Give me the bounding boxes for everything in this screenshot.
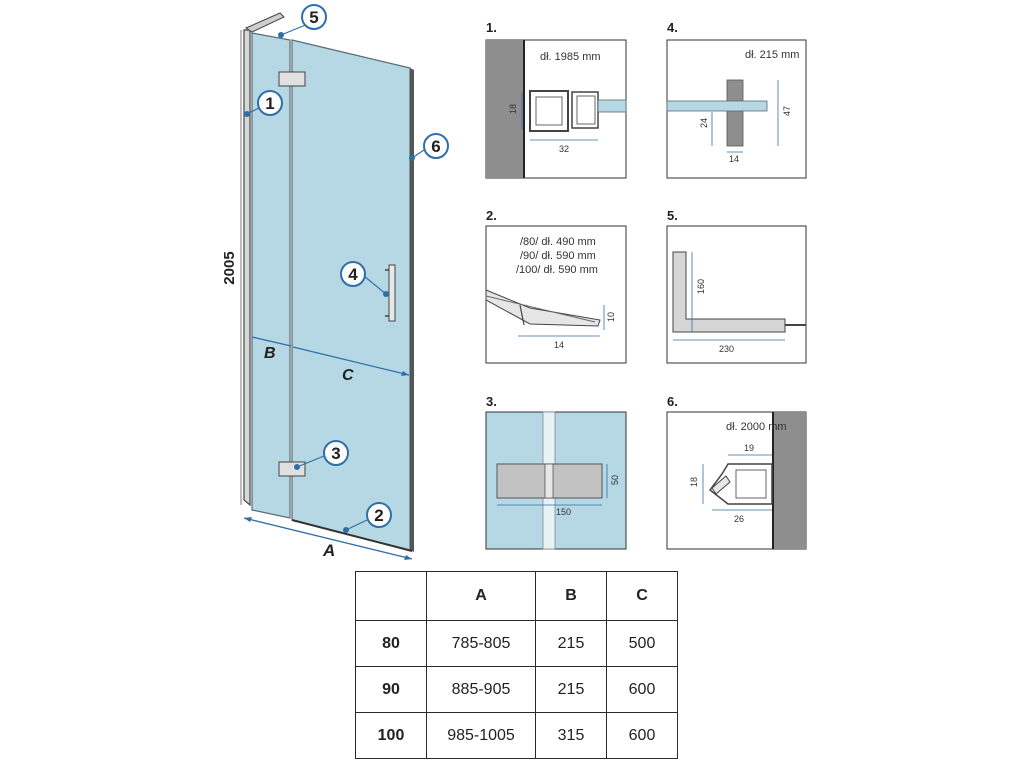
detail-2-length-80: /80/ dł. 490 mm — [520, 236, 596, 248]
callout-5: 5 — [278, 4, 327, 38]
detail-2-number: 2. — [486, 208, 497, 223]
detail-6: 6. dł. 2000 mm 19 18 26 — [666, 394, 807, 550]
detail-6-number: 6. — [667, 394, 678, 409]
cell-a: 985-1005 — [426, 712, 536, 759]
door-handle — [385, 264, 396, 322]
width-c-dimension — [292, 346, 410, 376]
top-hinge — [278, 71, 306, 87]
detail-3: 3. 50 150 — [485, 394, 627, 550]
cell-c: 500 — [606, 620, 678, 667]
main-door-drawing: 2005 A B C 1 2 3 — [221, 4, 449, 560]
svg-text:1: 1 — [265, 94, 274, 113]
callout-1: 1 — [244, 90, 283, 117]
width-b-dimension — [251, 336, 292, 347]
detail-4: 4. dł. 215 mm 24 47 14 — [666, 20, 807, 179]
detail-2-length-100: /100/ dł. 590 mm — [516, 264, 598, 276]
svg-text:4: 4 — [348, 265, 358, 284]
width-c-label: C — [342, 367, 354, 384]
table-header-b: B — [535, 571, 607, 621]
detail-4-dim-47: 47 — [782, 106, 792, 116]
svg-text:3: 3 — [331, 444, 340, 463]
detail-3-dim-150: 150 — [556, 507, 571, 517]
table-header-a: A — [426, 571, 536, 621]
svg-text:5: 5 — [309, 8, 318, 27]
detail-6-dim-18: 18 — [689, 477, 699, 487]
detail-1-number: 1. — [486, 20, 497, 35]
detail-2-dim-14: 14 — [554, 340, 564, 350]
shower-door-diagram: 2005 A B C 1 2 3 — [221, 4, 807, 560]
detail-5-dim-230: 230 — [719, 344, 734, 354]
bottom-seal — [291, 519, 413, 552]
cell-b: 215 — [535, 620, 607, 667]
callout-6: 6 — [409, 133, 449, 161]
callout-3: 3 — [294, 440, 349, 470]
cell-c: 600 — [606, 712, 678, 759]
detail-1-dim-32: 32 — [559, 144, 569, 154]
row-size: 100 — [355, 712, 427, 759]
width-a-dimension — [243, 517, 413, 560]
row-size: 80 — [355, 620, 427, 667]
cell-b: 215 — [535, 666, 607, 713]
svg-text:2: 2 — [374, 506, 383, 525]
detail-1-dim-18: 18 — [508, 104, 518, 114]
right-edge-profile — [410, 68, 414, 552]
table-row: 90 885-905 215 600 — [355, 666, 678, 713]
detail-3-number: 3. — [486, 394, 497, 409]
cell-a: 785-805 — [426, 620, 536, 667]
detail-1: 1. dł. 1985 mm 18 32 — [485, 20, 627, 179]
detail-5: 5. 160 230 — [666, 208, 807, 364]
table-row: 100 985-1005 315 600 — [355, 712, 678, 759]
wall-profile — [243, 29, 251, 507]
width-b-label: B — [264, 345, 276, 362]
detail-2-dim-10: 10 — [606, 312, 616, 322]
row-size: 90 — [355, 666, 427, 713]
dimension-table: A B C 80 785-805 215 500 90 885-905 215 … — [355, 571, 678, 759]
bottom-hinge — [278, 461, 306, 477]
detail-4-dim-24: 24 — [699, 118, 709, 128]
detail-5-number: 5. — [667, 208, 678, 223]
detail-6-dim-26: 26 — [734, 514, 744, 524]
width-a-label: A — [322, 541, 335, 560]
wall — [486, 40, 524, 178]
svg-text:6: 6 — [431, 137, 440, 156]
fixed-glass-panel — [251, 32, 291, 519]
detail-4-dim-14: 14 — [729, 154, 739, 164]
detail-3-dim-50: 50 — [610, 475, 620, 485]
table-header-empty — [355, 571, 427, 621]
cell-b: 315 — [535, 712, 607, 759]
detail-4-number: 4. — [667, 20, 678, 35]
detail-1-length: dł. 1985 mm — [540, 51, 601, 63]
table-header-c: C — [606, 571, 678, 621]
callout-2: 2 — [343, 502, 392, 533]
table-row: 80 785-805 215 500 — [355, 620, 678, 667]
cell-c: 600 — [606, 666, 678, 713]
top-bracket — [244, 12, 285, 33]
detail-2: 2. /80/ dł. 490 mm /90/ dł. 590 mm /100/… — [485, 208, 627, 364]
height-label: 2005 — [221, 251, 238, 284]
detail-6-dim-19: 19 — [744, 443, 754, 453]
detail-5-dim-160: 160 — [696, 279, 706, 294]
callout-4: 4 — [340, 261, 389, 297]
detail-4-length: dł. 215 mm — [745, 49, 799, 61]
cell-a: 885-905 — [426, 666, 536, 713]
table-header-row: A B C — [355, 571, 678, 621]
detail-2-length-90: /90/ dł. 590 mm — [520, 250, 596, 262]
detail-6-length: dł. 2000 mm — [726, 421, 787, 433]
